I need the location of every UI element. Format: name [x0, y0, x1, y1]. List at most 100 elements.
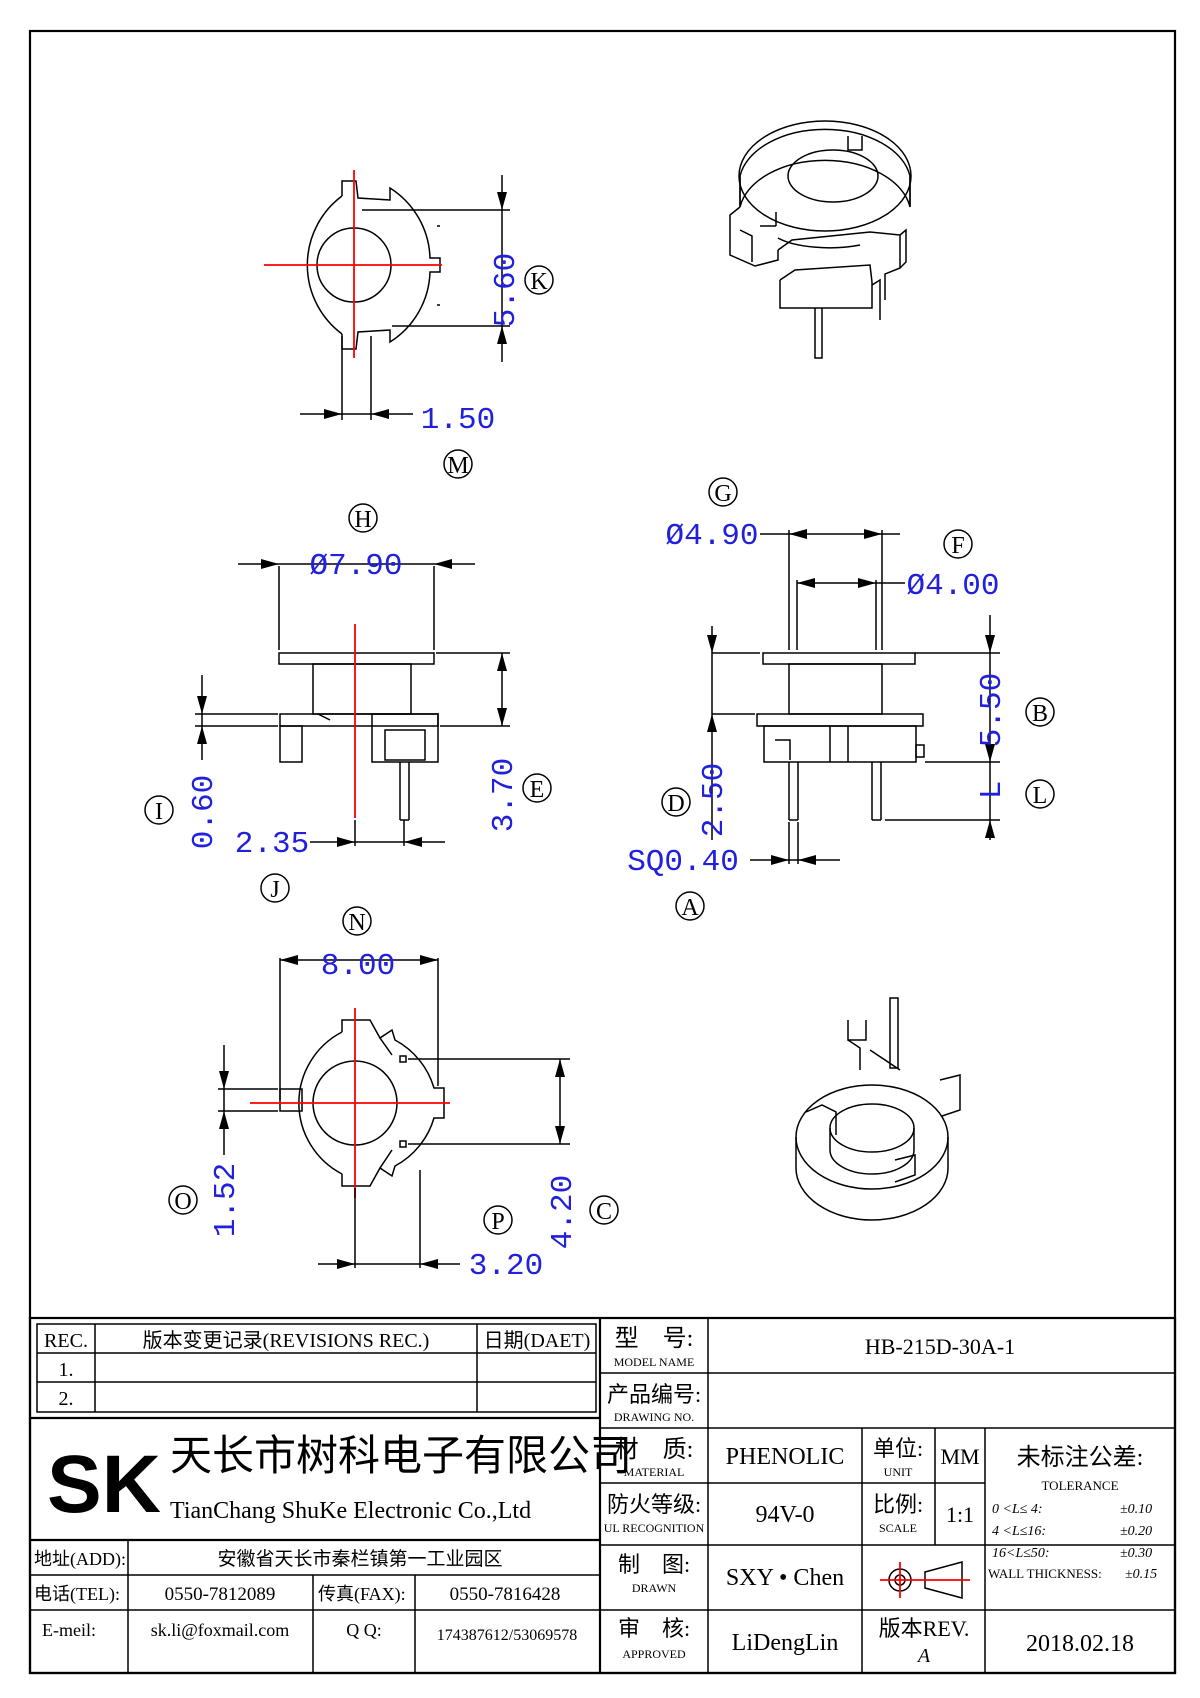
- unit-label-cn: 单位:: [873, 1436, 923, 1461]
- qq-value: 174387612/53069578: [437, 1627, 577, 1644]
- label-c-circle: [589, 1195, 619, 1225]
- dim-n: 8.00: [321, 949, 395, 984]
- label-b: B: [1032, 701, 1048, 727]
- tolerance-label-en: TOLERANCE: [1041, 1478, 1118, 1493]
- fax-value: 0550-7816428: [450, 1584, 561, 1605]
- drawn-label-en: DRAWN: [632, 1581, 677, 1595]
- label-i: I: [155, 799, 163, 825]
- date-header: 日期(DAET): [484, 1330, 591, 1352]
- rev-label: 版本REV.: [879, 1616, 970, 1641]
- email-label: E-meil:: [42, 1620, 96, 1640]
- material-value: PHENOLIC: [726, 1444, 845, 1470]
- dim-d: 2.50: [697, 763, 732, 837]
- drawing-label-cn: 产品编号:: [607, 1382, 701, 1407]
- dim-i: 0.60: [187, 775, 222, 849]
- label-m: M: [447, 453, 468, 479]
- rev-row-2: 2.: [59, 1388, 74, 1410]
- label-e: E: [530, 777, 545, 803]
- sheet-border: [28, 29, 1177, 1675]
- ul-label-en: UL RECOGNITION: [604, 1521, 705, 1535]
- label-j-circle: [260, 873, 290, 903]
- label-a: A: [681, 895, 699, 921]
- model-value: HB-215D-30A-1: [865, 1334, 1015, 1359]
- tolerance-value-2: ±0.20: [1120, 1524, 1152, 1539]
- material-label-en: MATERIAL: [624, 1465, 685, 1479]
- rev-value: A: [916, 1645, 931, 1667]
- tolerance-value-1: ±0.10: [1120, 1502, 1152, 1517]
- tolerance-label-cn: 未标注公差:: [1017, 1444, 1144, 1471]
- label-k-circle: [524, 265, 554, 295]
- dim-g: Ø4.90: [665, 519, 758, 554]
- label-a-circle: [675, 891, 705, 921]
- dim-a: SQ0.40: [627, 845, 739, 880]
- scale-value: 1:1: [946, 1502, 974, 1527]
- scale-label-en: SCALE: [879, 1521, 917, 1535]
- drawn-label-cn: 制 图:: [618, 1552, 690, 1577]
- side-view: [707, 529, 1000, 865]
- approved-value: LiDengLin: [732, 1630, 839, 1656]
- label-m-circle: [443, 449, 473, 479]
- label-k: K: [530, 269, 548, 295]
- dim-f: Ø4.00: [906, 569, 999, 604]
- addr-value: 安徽省天长市秦栏镇第一工业园区: [217, 1548, 502, 1570]
- label-l: L: [1033, 783, 1048, 809]
- model-label-cn: 型 号:: [615, 1325, 694, 1352]
- label-i-circle: [144, 795, 174, 825]
- unit-label-en: UNIT: [884, 1465, 913, 1479]
- dim-o: 1.52: [209, 1163, 244, 1237]
- dim-h: Ø7.90: [309, 549, 402, 584]
- tel-label: 电话(TEL):: [34, 1584, 120, 1605]
- iso-view-top: [729, 120, 912, 359]
- dim-m: 1.50: [421, 403, 495, 438]
- title-block: SK: [28, 1316, 1177, 1675]
- wall-thickness-value: ±0.15: [1125, 1567, 1157, 1582]
- ul-value: 94V-0: [755, 1502, 814, 1528]
- wall-thickness-label: WALL THICKNESS:: [988, 1566, 1102, 1581]
- bottom-view: [218, 955, 570, 1269]
- qq-label: Q Q:: [346, 1620, 382, 1640]
- rev-row-1: 1.: [59, 1359, 74, 1381]
- material-label-cn: 材 质:: [615, 1436, 694, 1463]
- model-label-en: MODEL NAME: [614, 1355, 695, 1369]
- label-l-circle: [1025, 779, 1055, 809]
- dim-b: 5.50: [975, 673, 1010, 747]
- addr-label: 地址(ADD):: [34, 1549, 126, 1570]
- front-view: [195, 559, 510, 847]
- label-p: P: [491, 1209, 504, 1235]
- svg-text:SK: SK: [47, 1439, 161, 1530]
- label-f-circle: [943, 529, 973, 559]
- tolerance-range-3: 16<L≤50:: [992, 1546, 1050, 1561]
- label-e-circle: [522, 773, 552, 803]
- dim-j: 2.35: [235, 827, 309, 862]
- iso-view-bottom: [795, 997, 961, 1221]
- label-g: G: [714, 481, 731, 507]
- ul-label-cn: 防火等级:: [607, 1492, 701, 1517]
- tolerance-range-2: 4 <L≤16:: [992, 1524, 1046, 1539]
- drawing-label-en: DRAWING NO.: [614, 1410, 694, 1424]
- fax-label: 传真(FAX):: [318, 1584, 406, 1605]
- dim-e: 3.70: [487, 758, 522, 832]
- scale-label-cn: 比例:: [873, 1492, 923, 1517]
- dim-l: L: [975, 781, 1010, 800]
- dim-p: 3.20: [469, 1249, 543, 1284]
- tolerance-value-3: ±0.30: [1120, 1546, 1152, 1561]
- dim-c: 4.20: [546, 1175, 581, 1249]
- label-c: C: [596, 1199, 612, 1225]
- label-j: J: [270, 877, 279, 903]
- drawn-value: SXY • Chen: [726, 1565, 844, 1591]
- label-d-circle: [661, 787, 691, 817]
- label-p-circle: [483, 1205, 513, 1235]
- label-g-circle: [708, 477, 738, 507]
- tel-value: 0550-7812089: [165, 1584, 276, 1605]
- dim-k: 5.60: [489, 253, 524, 327]
- label-o-circle: [168, 1185, 198, 1215]
- company-name-cn: 天长市树科电子有限公司: [170, 1433, 632, 1480]
- unit-value: MM: [940, 1444, 979, 1469]
- company-name-en: TianChang ShuKe Electronic Co.,Ltd: [170, 1498, 531, 1524]
- label-n-circle: [342, 906, 372, 936]
- label-h: H: [354, 507, 371, 533]
- email-value: sk.li@foxmail.com: [151, 1620, 290, 1640]
- approved-label-en: APPROVED: [622, 1647, 686, 1661]
- label-o: O: [174, 1189, 191, 1215]
